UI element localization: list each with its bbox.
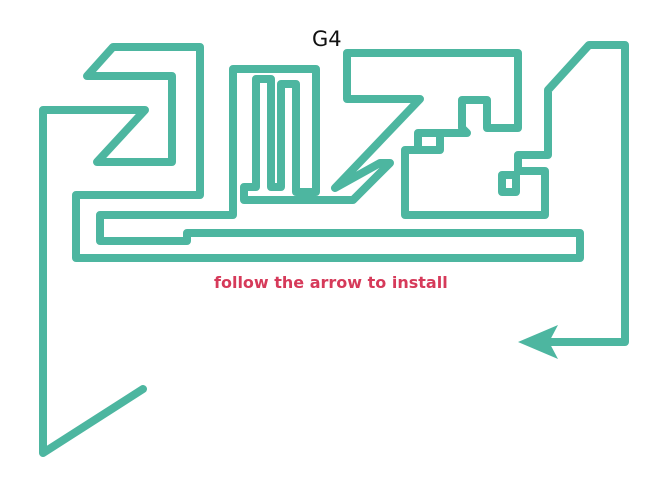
install-instruction: follow the arrow to install — [214, 273, 448, 292]
route-maze-path — [43, 45, 625, 453]
diagram-title: G4 — [312, 27, 342, 51]
route-inner-box-path — [502, 175, 516, 192]
